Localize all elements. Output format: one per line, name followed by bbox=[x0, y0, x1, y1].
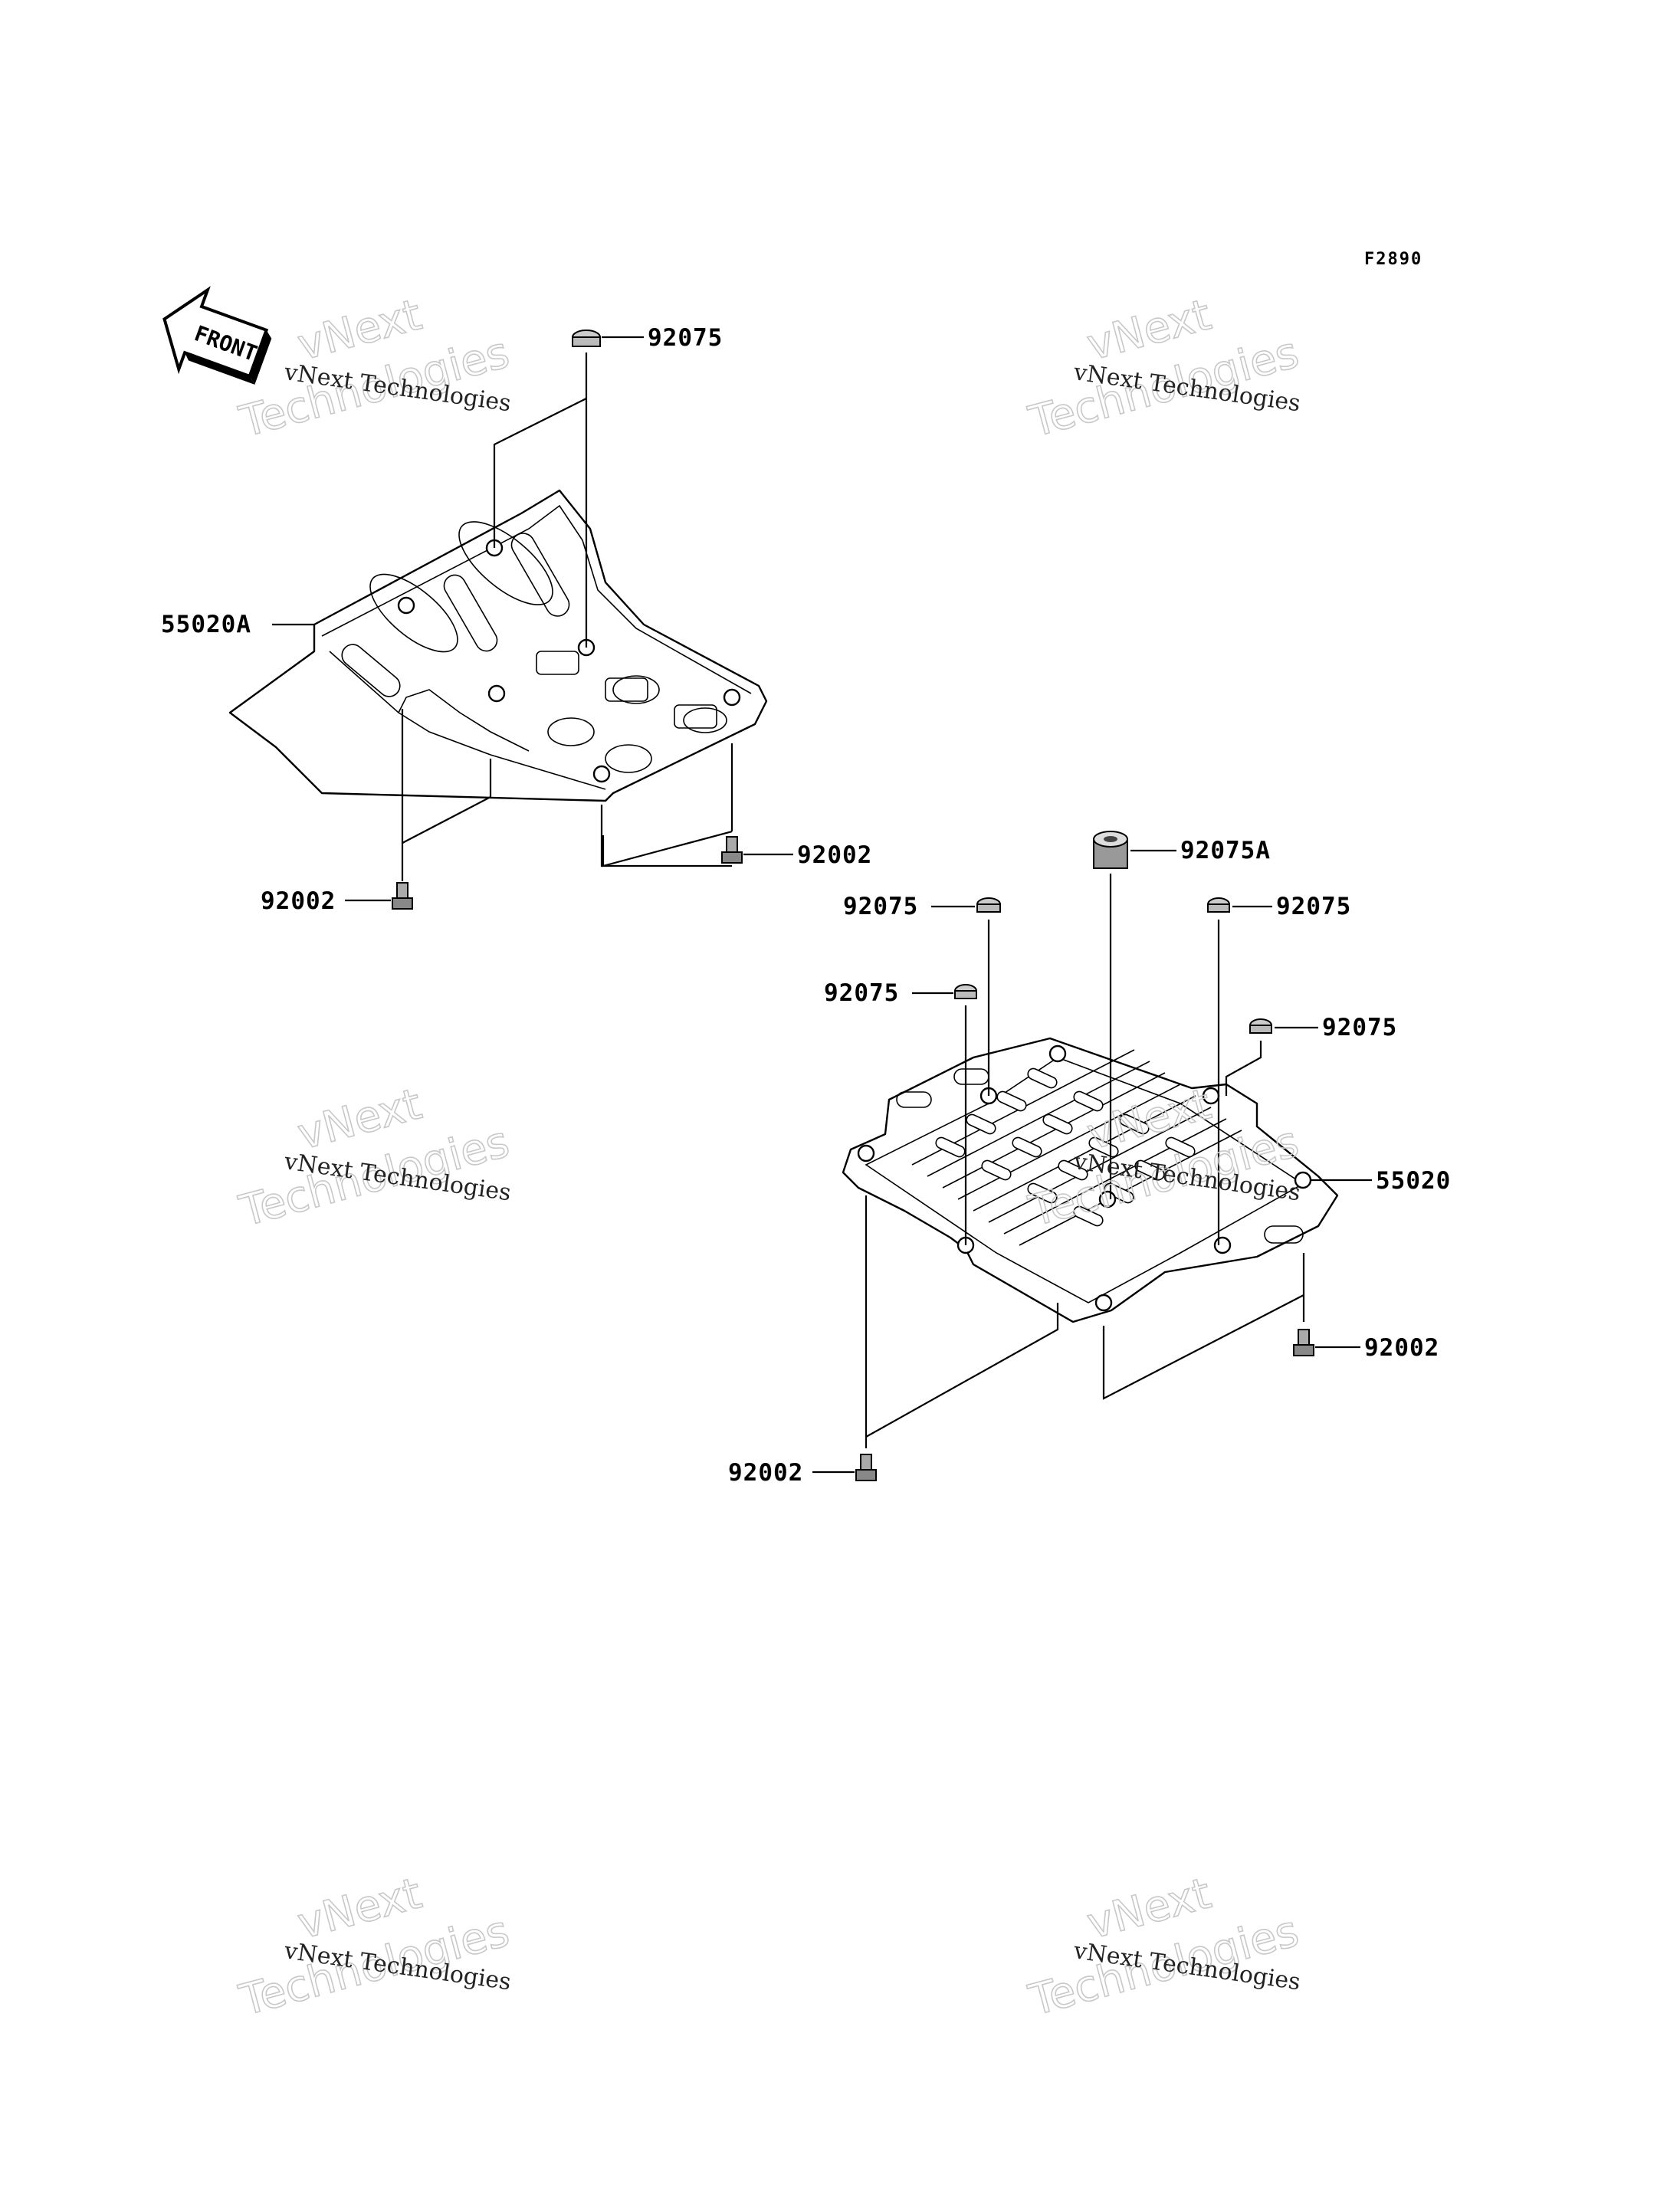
watermark-bottom-left: vNext Technologies vNext Technologies bbox=[234, 1868, 515, 2027]
plate-slots bbox=[935, 1067, 1196, 1227]
lower-spacer-92075A bbox=[1093, 831, 1176, 869]
watermark-mid-left: vNext Technologies vNext Technologies bbox=[234, 1079, 515, 1238]
upper-bolt-right bbox=[721, 836, 793, 864]
lower-bolt-right bbox=[1293, 1329, 1360, 1356]
lower-nut-b bbox=[1207, 897, 1272, 913]
figure-code: F2890 bbox=[1364, 250, 1422, 269]
label-lower-nut-b: 92075 bbox=[1276, 893, 1351, 920]
front-arrow-icon: FRONT bbox=[162, 286, 272, 385]
label-upper-bolt-left: 92002 bbox=[261, 887, 336, 915]
lower-nut-a bbox=[931, 897, 1001, 913]
upper-bolt-left bbox=[345, 882, 413, 910]
label-upper-plate: 55020A bbox=[161, 611, 251, 638]
label-lower-nut-d: 92075 bbox=[1322, 1014, 1397, 1041]
watermark-top-left: vNext Technologies vNext Technologies bbox=[234, 290, 515, 448]
label-lower-spacer: 92075A bbox=[1180, 837, 1271, 864]
lower-skid-plate bbox=[842, 1037, 1339, 1323]
label-lower-plate: 55020 bbox=[1376, 1167, 1451, 1195]
label-lower-bolt-right: 92002 bbox=[1364, 1334, 1439, 1362]
lower-nut-c bbox=[912, 984, 977, 999]
upper-skid-plate bbox=[228, 489, 768, 802]
label-upper-bolt-right: 92002 bbox=[797, 841, 872, 869]
upper-nut-92075 bbox=[572, 330, 644, 347]
watermark-top-right: vNext Technologies vNext Technologies bbox=[1023, 290, 1304, 448]
lower-bolt-left bbox=[812, 1454, 877, 1481]
lower-nut-d bbox=[1249, 1018, 1318, 1034]
label-lower-nut-a: 92075 bbox=[843, 893, 918, 920]
watermark-bottom-right: vNext Technologies vNext Technologies bbox=[1023, 1868, 1304, 2027]
label-lower-bolt-left: 92002 bbox=[728, 1459, 803, 1487]
label-upper-nut: 92075 bbox=[648, 324, 723, 352]
label-lower-nut-c: 92075 bbox=[824, 979, 899, 1007]
